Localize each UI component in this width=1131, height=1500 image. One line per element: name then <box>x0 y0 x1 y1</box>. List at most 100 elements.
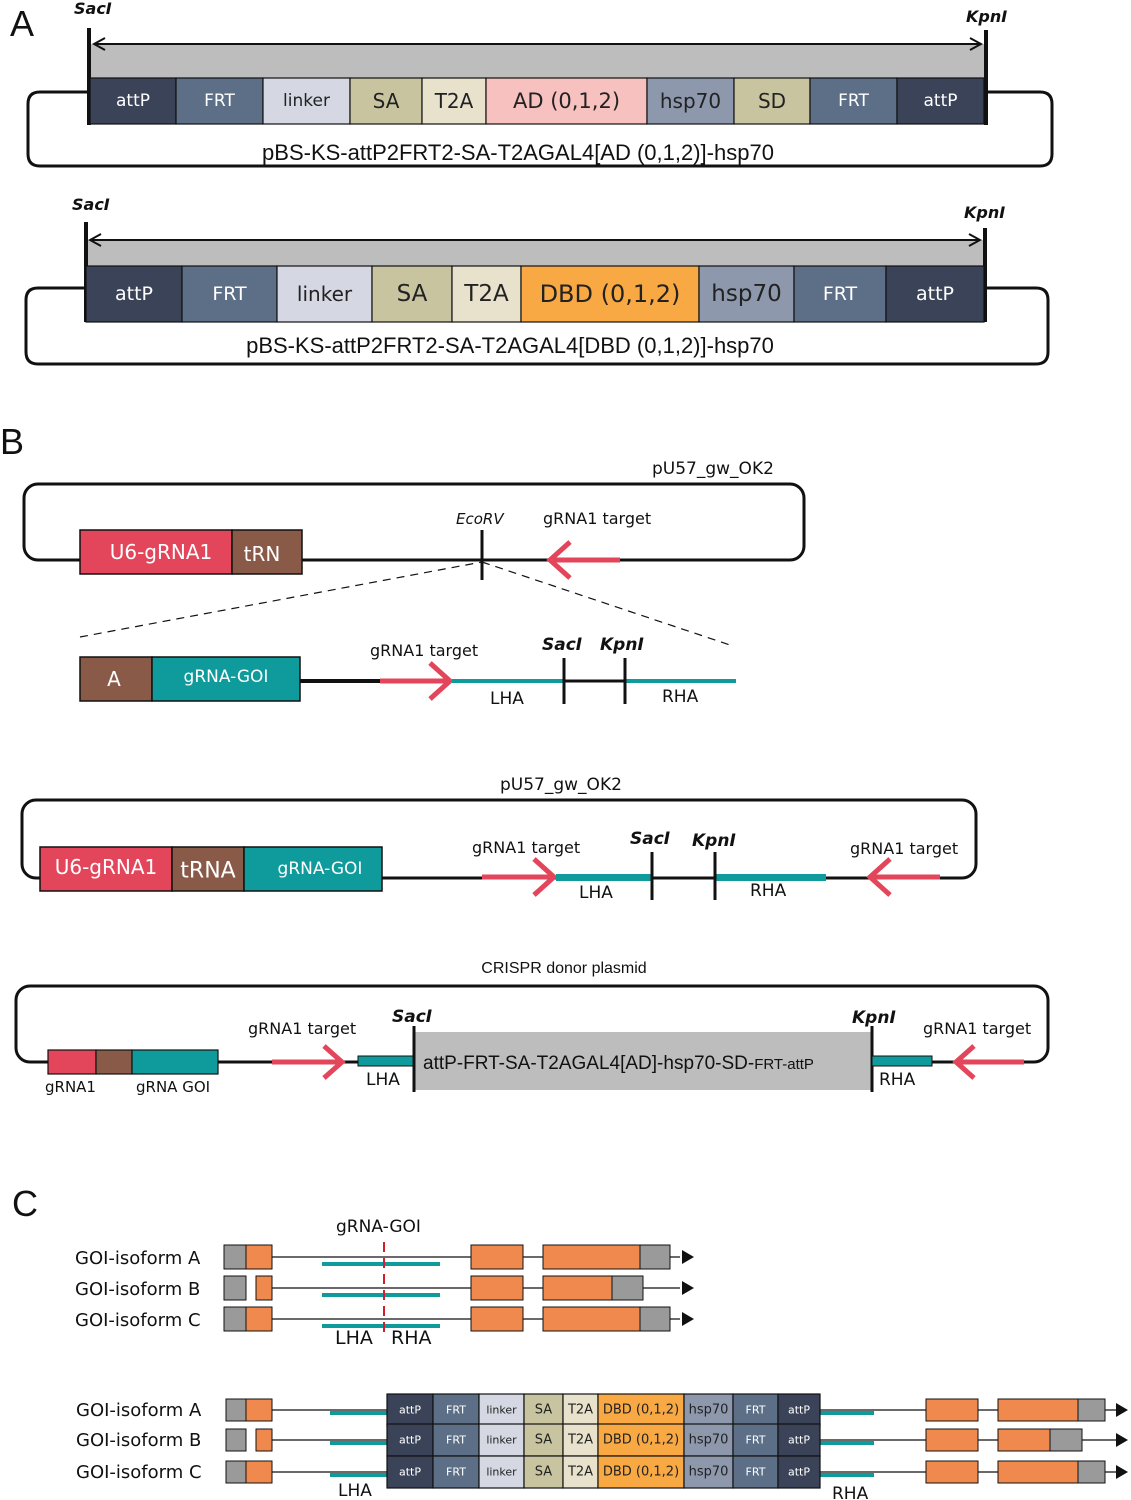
trna-label: tRNA <box>180 859 235 884</box>
cassette-main: attP-FRT-SA-T2AGAL4[AD]-hsp70-SD- <box>423 1053 754 1074</box>
u6-grna1-box <box>39 846 173 892</box>
trna-box <box>95 1049 133 1075</box>
segment-linker-label: linker <box>297 282 353 306</box>
lha-arm <box>330 1411 387 1415</box>
segment-sa-label: SA <box>535 1465 552 1480</box>
segment-hsp70-label: hsp70 <box>689 1403 729 1418</box>
panel-a-label: A <box>10 3 34 44</box>
target-label-left: gRNA1 target <box>248 1019 356 1038</box>
isoforms-before: GOI-isoform A GOI-isoform B GOI-isoform C <box>75 1244 694 1332</box>
exon-1 <box>245 1460 273 1484</box>
insert-span-bar <box>86 240 984 266</box>
lha-segment <box>452 679 564 683</box>
kpni-label: KpnI <box>966 7 1007 26</box>
isoform-row-goi-isoform-c: GOI-isoform C <box>75 1306 694 1332</box>
segment-frt <box>732 1423 779 1457</box>
segment-dbd-0-1-2-label: DBD (0,1,2) <box>603 1465 679 1480</box>
transcript-end-arrow <box>682 1281 694 1295</box>
isoform-label: GOI-isoform C <box>75 1310 201 1331</box>
crispr-donor-plasmid: CRISPR donor plasmid gRNA1 gRNA GOI gRNA… <box>14 960 1050 1096</box>
segment-sa-label: SA <box>535 1403 552 1418</box>
exon-2 <box>925 1460 979 1484</box>
isoform-row-goi-isoform-b: GOI-isoform B <box>75 1275 694 1301</box>
segment-dbd-0-1-2 <box>597 1455 685 1489</box>
lha-label: LHA <box>335 1327 373 1349</box>
kpni-label: KpnI <box>600 635 644 655</box>
segment-t2a <box>451 265 522 323</box>
segment-frt <box>732 1455 779 1489</box>
plasmid-name: pBS-KS-attP2FRT2-SA-T2AGAL4[AD (0,1,2)]-… <box>262 140 774 165</box>
exon-3 <box>542 1244 641 1270</box>
utr-5 <box>223 1244 247 1270</box>
plasmid-name: pBS-KS-attP2FRT2-SA-T2AGAL4[DBD (0,1,2)]… <box>246 333 774 358</box>
u6-grna1-label: U6-gRNA1 <box>110 540 213 564</box>
segment-attp-label: attP <box>115 283 153 305</box>
saci-label: SacI <box>74 0 112 18</box>
u6-grna1-label: U6-gRNA1 <box>55 855 158 879</box>
segment-sa-label: SA <box>535 1433 552 1448</box>
segment-frt <box>732 1393 779 1427</box>
rha-label: RHA <box>750 881 787 901</box>
segment-frt-label: FRT <box>204 91 235 111</box>
plasmid-name: CRISPR donor plasmid <box>481 960 646 977</box>
rha-arm <box>820 1411 874 1415</box>
segment-frt-label: FRT <box>446 1466 466 1479</box>
exon-3 <box>542 1275 613 1301</box>
segment-dbd-0-1-2-label: DBD (0,1,2) <box>603 1403 679 1418</box>
trna-part-label: A <box>107 667 121 691</box>
grna1-target-arrow-left <box>482 857 558 897</box>
utr-5 <box>225 1398 247 1422</box>
grna-goi-box <box>131 1049 219 1075</box>
isoform-label: GOI-isoform A <box>75 1248 201 1269</box>
segment-ad-0-1-2-label: AD (0,1,2) <box>513 89 620 113</box>
exon-1 <box>255 1428 273 1452</box>
grna1-label: gRNA1 <box>45 1078 96 1096</box>
segment-hsp70-label: hsp70 <box>689 1433 729 1448</box>
segment-attp-label: attP <box>788 1404 810 1417</box>
segment-frt-label: FRT <box>838 91 869 111</box>
zoom-guide-left <box>79 561 483 638</box>
homology-arm <box>322 1262 440 1266</box>
segment-linker <box>276 265 373 323</box>
insert-span-bar <box>90 44 985 78</box>
utr-3 <box>1077 1460 1106 1484</box>
segment-attp <box>896 77 985 125</box>
plasmid-pu57-empty: pU57_gw_OK2 U6-gRNA1 tRN EcoRV gRNA1 tar… <box>22 459 806 646</box>
cassette-label: attP-FRT-SA-T2AGAL4[AD]-hsp70-SD-FRT-att… <box>423 1053 814 1074</box>
segment-t2a-label: T2A <box>567 1433 593 1448</box>
transcript-end-arrow <box>682 1312 694 1326</box>
rha-label: RHA <box>662 687 699 707</box>
cassette-tail: FRT-attP <box>754 1056 814 1073</box>
exon-3 <box>542 1306 641 1332</box>
exon-3 <box>997 1398 1079 1422</box>
segment-t2a-label: T2A <box>434 89 474 113</box>
trna-part-box <box>79 656 153 702</box>
utr-3 <box>639 1244 671 1270</box>
gateway-insert: A gRNA-GOI gRNA1 target SacI KpnI LHA RH… <box>79 635 736 709</box>
segment-attp <box>777 1455 821 1489</box>
plasmid-backbone <box>26 90 1054 168</box>
segment-frt <box>793 265 887 323</box>
target-label: gRNA1 target <box>543 509 651 528</box>
segment-attp <box>386 1455 434 1489</box>
segment-frt <box>181 265 278 323</box>
segment-frt <box>432 1455 480 1489</box>
segment-frt-label: FRT <box>746 1434 766 1447</box>
target-label-right: gRNA1 target <box>850 839 958 858</box>
lha-label: LHA <box>490 689 524 709</box>
grna1-target-arrow-left <box>272 1044 346 1080</box>
lha-label: LHA <box>366 1070 400 1090</box>
grna-goi-label: gRNA-GOI <box>278 859 363 879</box>
rha-bottom-label: RHA <box>832 1484 869 1500</box>
segment-frt-label: FRT <box>212 283 247 305</box>
exon-2 <box>925 1428 979 1452</box>
target-label-right: gRNA1 target <box>923 1019 1031 1038</box>
exon-2 <box>925 1398 979 1422</box>
panel-c-label: C <box>12 1183 38 1224</box>
